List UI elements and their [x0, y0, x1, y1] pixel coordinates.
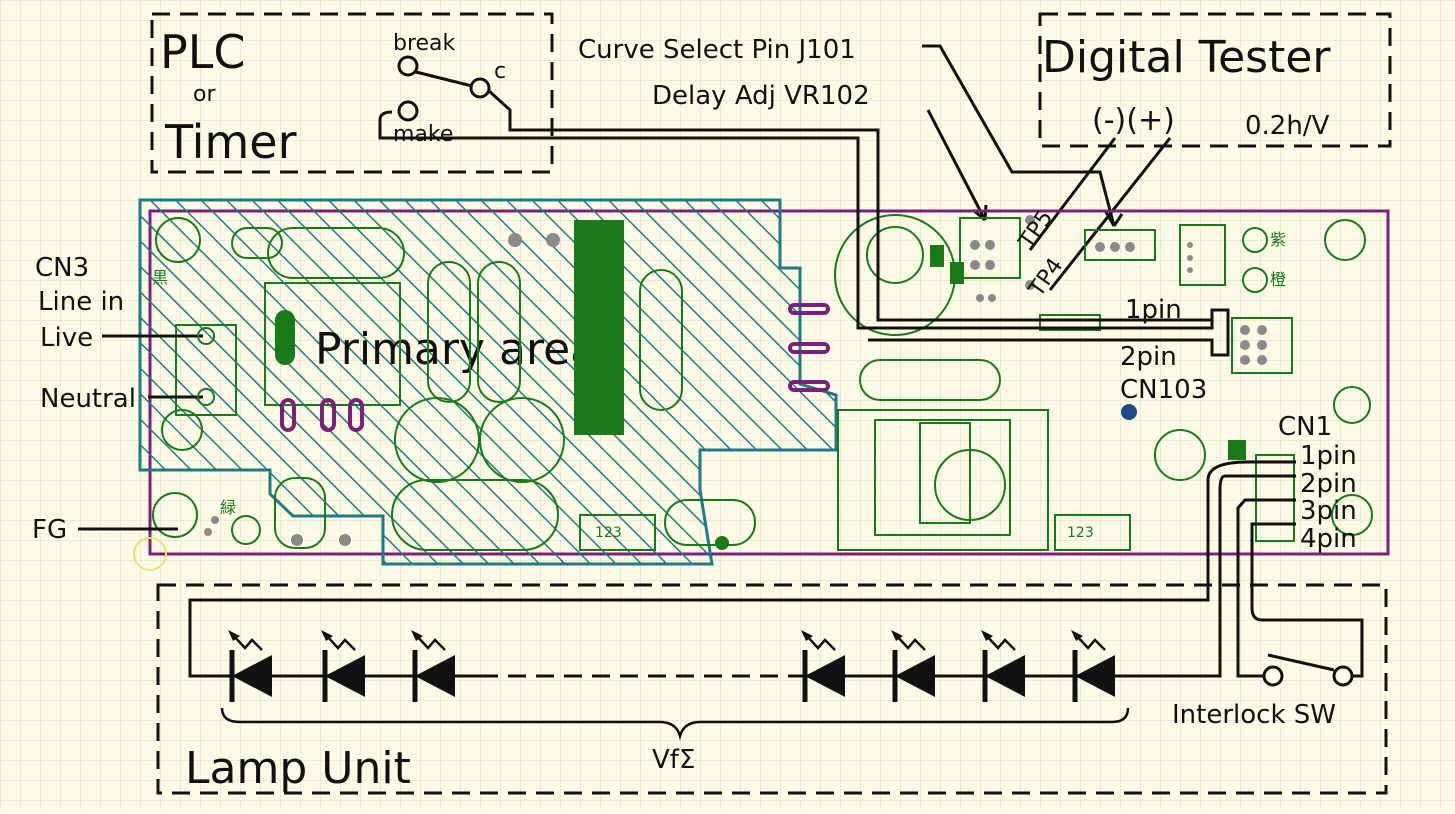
delay-adj-callout: Delay Adj VR102	[652, 81, 870, 111]
timer-label: Timer	[164, 115, 297, 169]
cn103-pin1-label: 1pin	[1125, 295, 1182, 325]
delay-adj-leader	[926, 109, 987, 221]
tester-polarity: (-)(+)	[1092, 103, 1175, 138]
cn3-label: CN3	[35, 253, 89, 283]
cn1-label: CN1	[1278, 412, 1332, 442]
live-label: Live	[40, 323, 93, 353]
curve-select-arrow	[1104, 211, 1124, 227]
vf-sum-label: VfΣ	[652, 745, 695, 775]
pcb-solid-pads	[275, 220, 1246, 550]
plc-common-wire	[486, 88, 1212, 322]
cn103-marker	[1121, 404, 1137, 420]
fg-label: FG	[32, 515, 67, 545]
lamp-cathode-wire	[1120, 474, 1296, 678]
line-in-label: Line in	[38, 287, 124, 317]
led-diode-6	[981, 630, 1025, 702]
plc-or-label: or	[193, 82, 216, 107]
lamp-anode-wire	[188, 460, 1296, 678]
curve-select-callout: Curve Select Pin J101	[578, 35, 856, 65]
led-diode-2	[321, 630, 365, 702]
led-diode-7	[1071, 630, 1115, 702]
plc-label: PLC	[160, 25, 246, 79]
kanji-orange-label: 橙	[1270, 270, 1286, 289]
cn1-pin1-label: 1pin	[1300, 441, 1357, 471]
connector-123-right: 123	[1067, 525, 1094, 541]
break-label: break	[393, 31, 456, 56]
interlock-wire-b	[1250, 522, 1364, 678]
led-diode-4	[801, 630, 845, 702]
lamp-unit-box	[156, 583, 1388, 795]
cn1-pin2-label: 2pin	[1300, 469, 1357, 499]
cn1-pin4-label: 4pin	[1300, 524, 1357, 554]
interlock-sw-label: Interlock SW	[1172, 700, 1336, 730]
kanji-black-label: 黒	[152, 268, 168, 287]
led-diode-3	[411, 630, 455, 702]
cn1-pin3-label: 3pin	[1300, 496, 1357, 526]
led-diode-5	[891, 630, 935, 702]
jumper-links	[280, 303, 830, 432]
plc-timer-box	[150, 12, 554, 174]
cn103-pin2-label: 2pin	[1120, 342, 1177, 372]
common-label: c	[494, 59, 506, 84]
curve-select-leader	[922, 44, 1116, 227]
kanji-purple-label: 紫	[1270, 230, 1286, 249]
cn103-label: CN103	[1120, 375, 1207, 405]
board-origin-marker	[133, 537, 167, 571]
plc-make-wire	[378, 120, 1230, 357]
connector-123-left: 123	[595, 525, 622, 541]
interlock-wire-a	[1236, 498, 1296, 678]
pcb-vias	[204, 215, 1267, 546]
make-label: make	[393, 122, 453, 147]
digital-tester-title: Digital Tester	[1042, 32, 1331, 83]
relay-contact-symbol	[397, 55, 491, 122]
tester-negative-probe	[1028, 137, 1117, 251]
cn1-connector	[1255, 454, 1295, 542]
digital-tester-box	[1038, 12, 1392, 148]
interlock-switch	[1262, 653, 1354, 687]
tester-positive-probe	[1048, 137, 1172, 291]
vf-sum-brace	[220, 707, 1130, 741]
primary-area-label: Primary area	[315, 324, 597, 375]
neutral-label: Neutral	[40, 384, 136, 414]
lamp-unit-title: Lamp Unit	[185, 743, 411, 794]
primary-area-zone	[138, 198, 838, 566]
led-diode-1	[228, 630, 272, 702]
kanji-green-label: 緑	[220, 498, 236, 517]
tester-scale: 0.2h/V	[1245, 111, 1330, 141]
